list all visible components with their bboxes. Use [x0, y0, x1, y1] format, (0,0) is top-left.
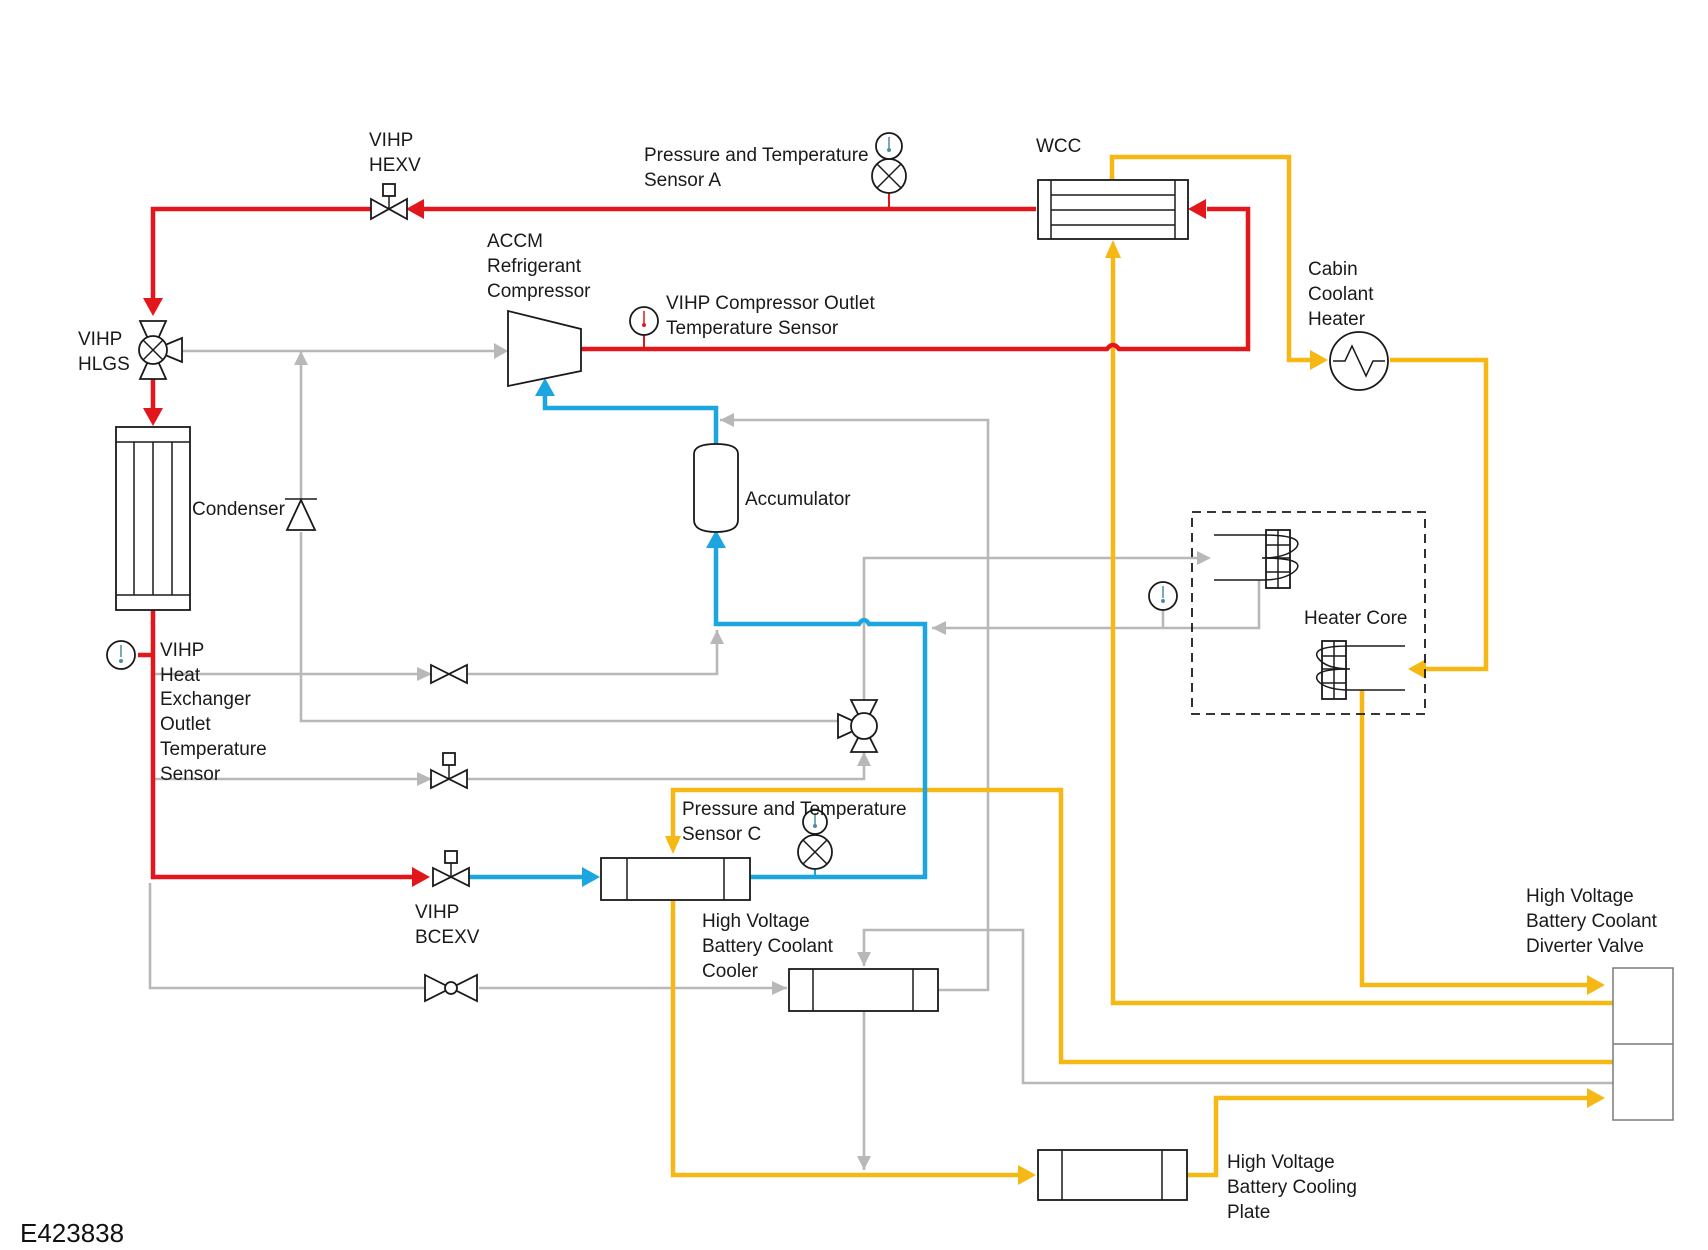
hot-refrigerant-arrowheads	[143, 199, 1206, 887]
battery-cooling-plate-icon	[1037, 1149, 1188, 1201]
battery-cooler-label: High Voltage Battery Coolant Cooler	[702, 911, 838, 982]
cooling-plate-label: High Voltage Battery Cooling Plate	[1227, 1152, 1362, 1223]
sensor-c-icon	[797, 809, 833, 877]
cabin-heater-label: Cabin Coolant Heater	[1308, 259, 1379, 330]
heater-core-icon	[1316, 640, 1405, 700]
condenser-label: Condenser	[192, 499, 286, 520]
sensor-c-label: Pressure and Temperature Sensor C	[682, 799, 912, 845]
heater-core-label: Heater Core	[1304, 608, 1408, 629]
inactive-arrowheads	[294, 343, 1211, 1170]
compressor-label: ACCM Refrigerant Compressor	[487, 231, 591, 302]
three-way-valve-icon	[837, 699, 879, 753]
coolant-arrowheads	[665, 240, 1605, 1185]
cold-refrigerant-arrowheads	[535, 378, 726, 887]
check-valve-icon	[285, 497, 317, 531]
expansion-valve-icon	[430, 752, 468, 790]
compressor-outlet-sensor-icon	[629, 306, 659, 349]
sensor-a-label: Pressure and Temperature Sensor A	[644, 145, 874, 191]
condenser-icon	[115, 426, 191, 611]
hlgs-three-way-valve-icon	[138, 320, 183, 380]
cabin-heater-icon	[1329, 331, 1389, 391]
sensor-a-icon	[871, 132, 907, 209]
hvac-temperature-sensor-icon	[1148, 581, 1178, 611]
compressor-outlet-sensor-label: VIHP Compressor Outlet Temperature Senso…	[666, 293, 880, 339]
expansion-valve-icon	[430, 663, 468, 685]
hexv-label: VIHP HEXV	[369, 130, 421, 176]
labels: VIHP HEXV Pressure and Temperature Senso…	[20, 130, 1662, 1248]
bcexv-label: VIHP BCEXV	[415, 902, 480, 948]
hx-outlet-sensor-label: VIHP Heat Exchanger Outlet Temperature S…	[160, 640, 272, 785]
evaporator-coil-icon	[1214, 529, 1299, 589]
hvac-enclosure	[1191, 511, 1426, 715]
accm-compressor-icon	[507, 309, 582, 388]
diverter-valve-label: High Voltage Battery Coolant Diverter Va…	[1526, 886, 1662, 957]
accumulator-label: Accumulator	[745, 489, 851, 510]
cold-refrigerant-loop	[469, 390, 928, 880]
bcexv-expansion-valve-icon	[432, 850, 470, 888]
hlgs-label: VIHP HLGS	[78, 329, 130, 375]
hot-refrigerant-loop	[138, 206, 1251, 880]
wcc-label: WCC	[1036, 136, 1081, 157]
expansion-valve-icon	[424, 973, 478, 1003]
wcc-heat-exchanger	[1037, 179, 1189, 240]
figure-code: E423838	[20, 1218, 124, 1248]
inactive-lines	[148, 349, 1613, 1170]
battery-coolant-cooler-icon	[788, 968, 939, 1012]
diverter-valve-icon	[1612, 967, 1674, 1121]
hexv-expansion-valve-icon	[370, 183, 408, 221]
accumulator-icon	[693, 443, 739, 533]
hx-outlet-sensor-icon	[106, 640, 136, 670]
chiller-heat-exchanger-icon	[600, 857, 751, 901]
coolant-loop	[670, 154, 1613, 1178]
